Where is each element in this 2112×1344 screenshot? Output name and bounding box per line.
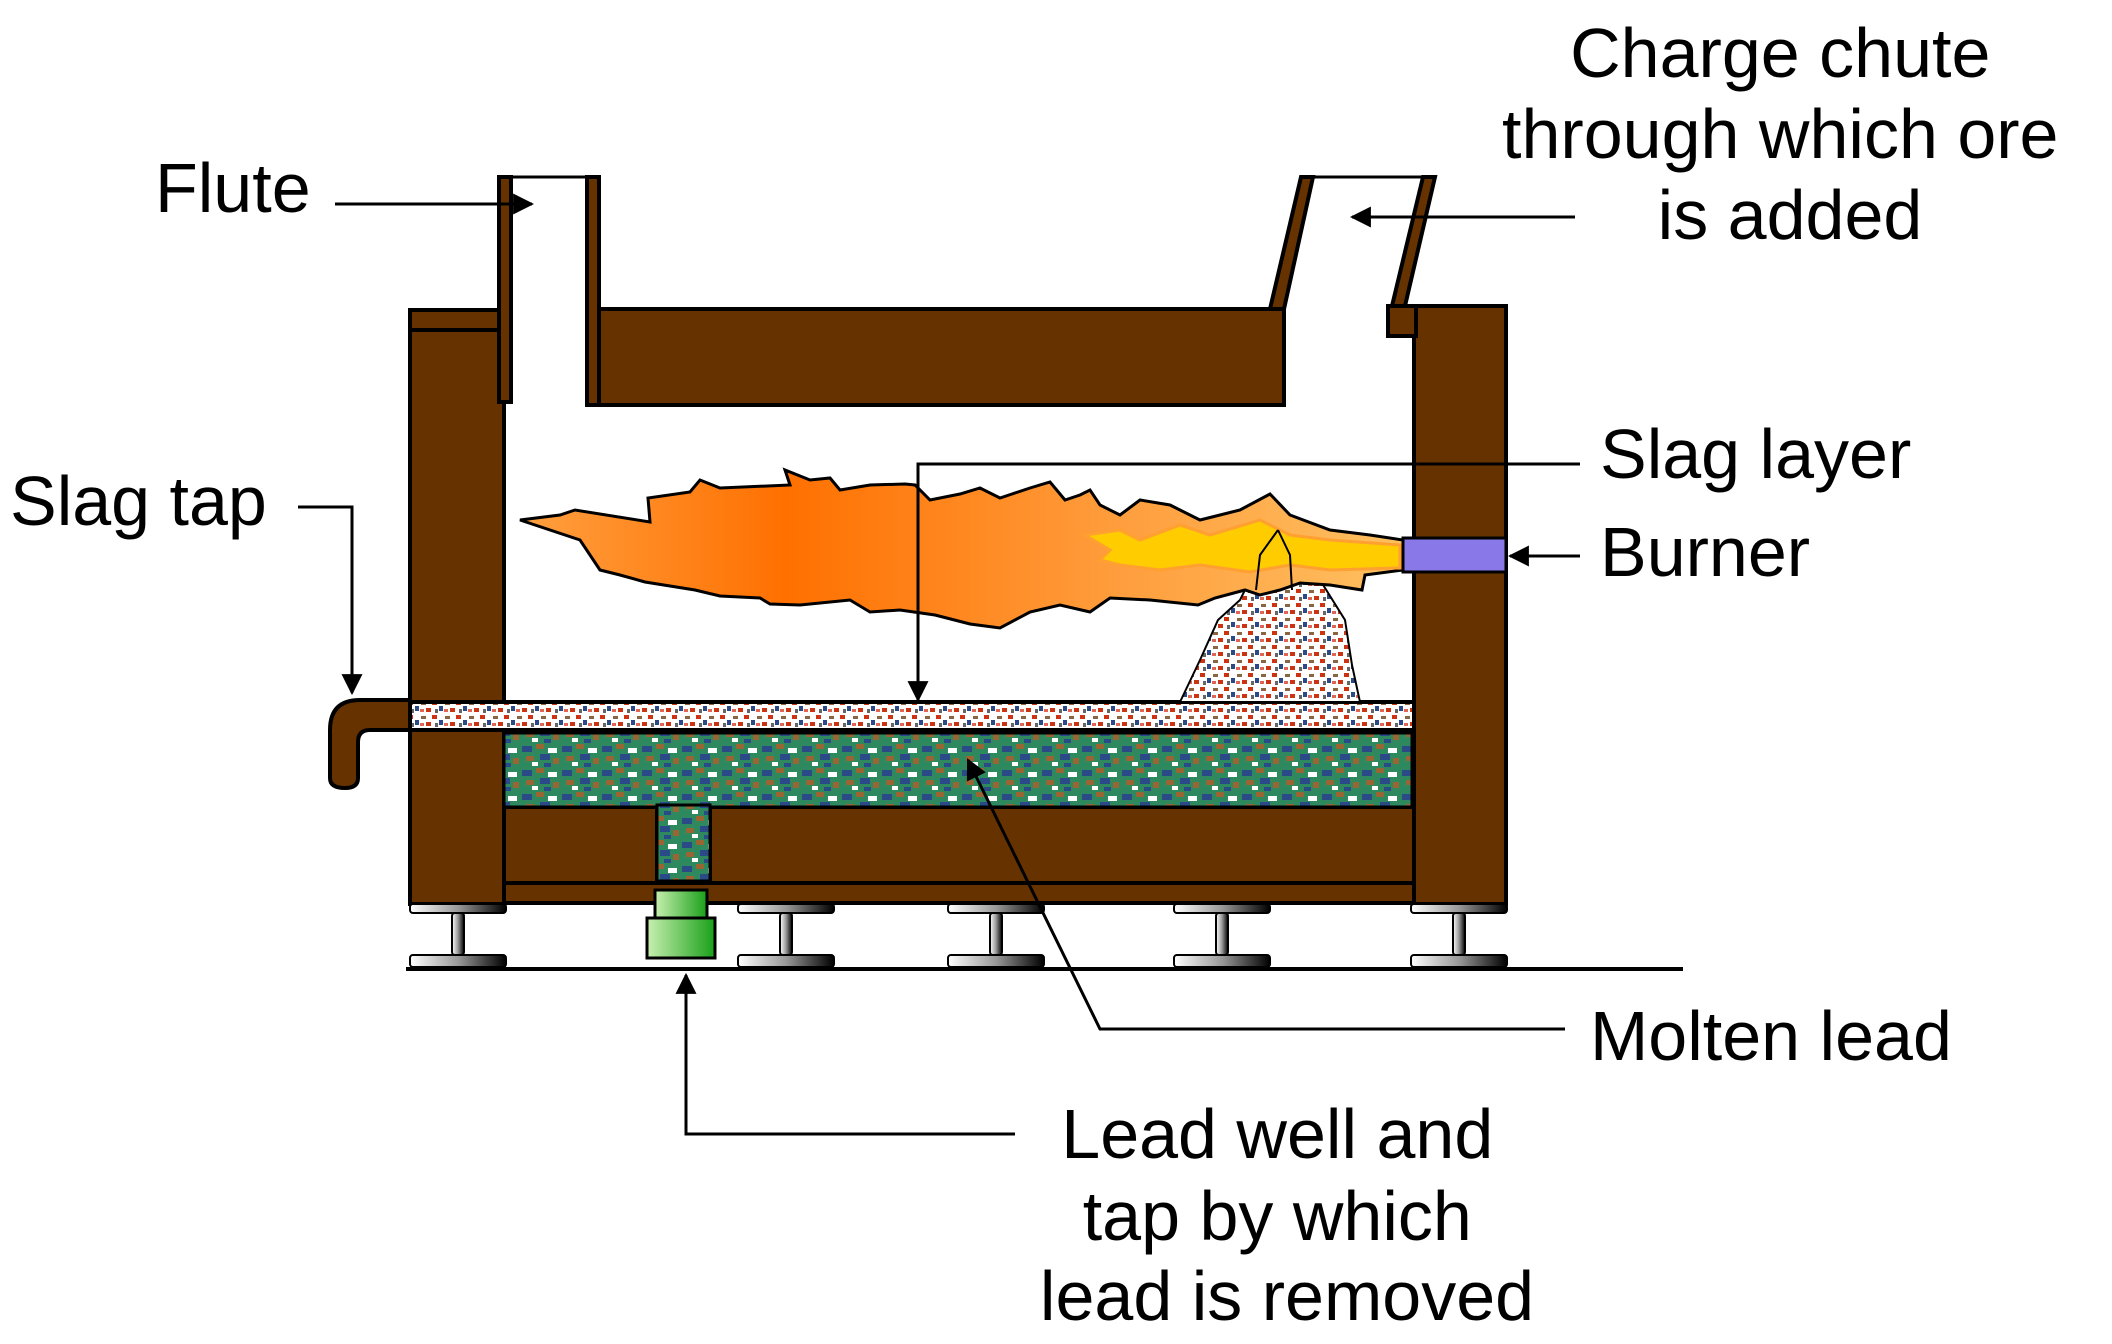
lead-well-tap-lower (645, 916, 717, 960)
label-lead-well-line2: tap by which (1083, 1177, 1472, 1255)
left-wall (408, 308, 506, 906)
slag-layer-leader (907, 462, 1580, 703)
furnace (328, 175, 1508, 906)
lead-well-tap-upper (653, 888, 709, 920)
molten-lead-leader (966, 758, 1565, 1031)
chute-wall-right (1389, 175, 1438, 308)
roof-left-stub (408, 308, 502, 332)
slag-layer (408, 700, 1416, 732)
label-charge-chute-line3: is added (1658, 176, 1923, 254)
label-burner: Burner (1600, 513, 1810, 591)
label-slag-layer: Slag layer (1600, 415, 1911, 493)
label-slag-tap: Slag tap (10, 462, 267, 540)
flame (519, 467, 1405, 630)
label-flute: Flute (155, 149, 311, 227)
label-lead-well: Lead well and tap by which lead is remov… (1040, 1095, 1534, 1335)
flame-inner (1080, 518, 1402, 574)
label-lead-well-line1: Lead well and (1061, 1095, 1493, 1173)
label-charge-chute-line2: through which ore (1502, 95, 2058, 173)
flame-outer (519, 467, 1405, 630)
support-beams (409, 903, 1508, 968)
chute-wall-left (1267, 175, 1316, 311)
right-wall (1412, 304, 1508, 906)
hearth-right (708, 805, 1416, 885)
slag-tap-spout (328, 698, 412, 791)
molten-lead (502, 731, 1414, 809)
label-charge-chute: Charge chute through which ore is added (1502, 14, 2078, 254)
roof-slab (588, 307, 1286, 407)
flute-wall-left (497, 175, 513, 404)
burner (1401, 536, 1508, 574)
slag-tap-leader (298, 505, 363, 696)
leader-lines (298, 193, 1580, 1136)
i-beam-support (1173, 903, 1271, 968)
lead-well-leader (675, 972, 1015, 1136)
i-beam-support (1410, 903, 1508, 968)
i-beam-support (737, 903, 835, 968)
label-molten-lead: Molten lead (1590, 997, 1952, 1075)
i-beam-support (947, 903, 1045, 968)
hearth-left (502, 805, 659, 885)
flute-wall-right (585, 175, 601, 407)
hearth-base (502, 881, 1416, 905)
label-charge-chute-line1: Charge chute (1570, 14, 1990, 92)
label-lead-well-line3: lead is removed (1040, 1257, 1534, 1335)
chute-lip (1386, 304, 1418, 338)
i-beam-support (409, 903, 507, 968)
lead-well-channel (655, 803, 712, 883)
